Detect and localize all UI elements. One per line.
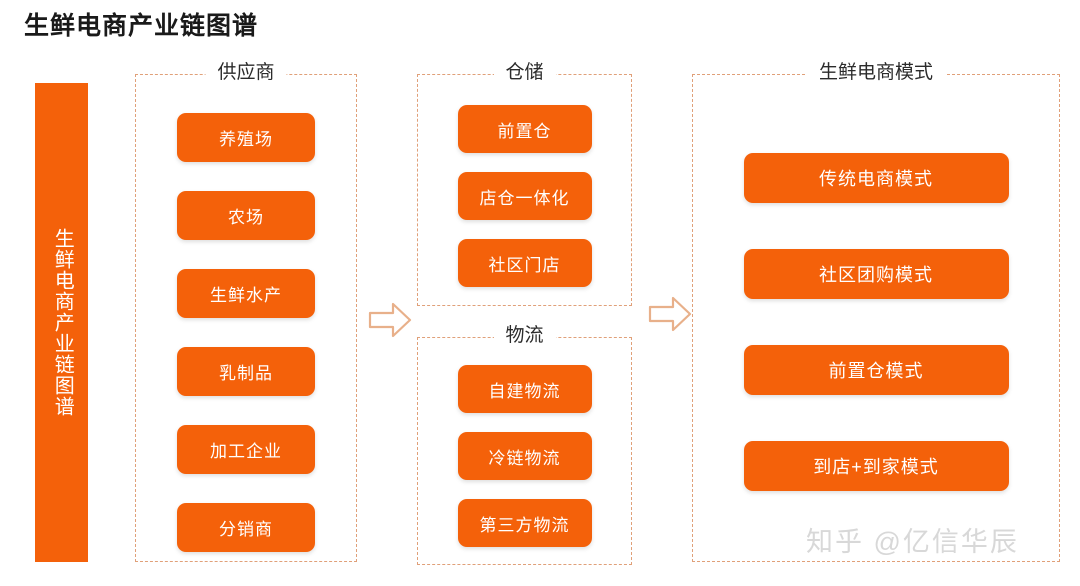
node-supplier-4[interactable]: 加工企业 bbox=[177, 425, 315, 474]
node-mode-2[interactable]: 前置仓模式 bbox=[743, 345, 1009, 395]
group-ecommerce-mode-title: 生鲜电商模式 bbox=[806, 60, 946, 86]
vertical-title-label: 生鲜电商产业链图谱 bbox=[51, 228, 74, 417]
node-warehouse-2[interactable]: 社区门店 bbox=[457, 239, 592, 287]
node-logistics-2[interactable]: 第三方物流 bbox=[457, 499, 592, 547]
node-supplier-2[interactable]: 生鲜水产 bbox=[177, 269, 315, 318]
node-logistics-1[interactable]: 冷链物流 bbox=[457, 432, 592, 480]
group-logistics-title: 物流 bbox=[493, 323, 556, 349]
arrow-right-icon bbox=[368, 300, 412, 340]
group-ecommerce-mode: 生鲜电商模式 传统电商模式 社区团购模式 前置仓模式 到店+到家模式 bbox=[692, 60, 1060, 562]
vertical-title-bar: 生鲜电商产业链图谱 bbox=[35, 83, 88, 562]
watermark: 知乎 @亿信华辰 bbox=[806, 527, 1019, 557]
node-mode-0[interactable]: 传统电商模式 bbox=[743, 153, 1009, 203]
arrow-right-icon bbox=[648, 294, 692, 334]
group-logistics-nodes: 自建物流 冷链物流 第三方物流 bbox=[418, 365, 631, 566]
group-logistics: 物流 自建物流 冷链物流 第三方物流 bbox=[417, 323, 632, 566]
group-supplier: 供应商 养殖场 农场 生鲜水产 乳制品 加工企业 分销商 bbox=[135, 60, 357, 562]
group-ecommerce-mode-nodes: 传统电商模式 社区团购模式 前置仓模式 到店+到家模式 bbox=[693, 153, 1059, 537]
node-supplier-5[interactable]: 分销商 bbox=[177, 503, 315, 552]
group-warehouse: 仓储 前置仓 店仓一体化 社区门店 bbox=[417, 60, 632, 306]
group-supplier-title: 供应商 bbox=[205, 60, 287, 86]
page-title: 生鲜电商产业链图谱 bbox=[24, 12, 259, 40]
node-warehouse-1[interactable]: 店仓一体化 bbox=[457, 172, 592, 220]
group-warehouse-nodes: 前置仓 店仓一体化 社区门店 bbox=[418, 105, 631, 306]
node-supplier-0[interactable]: 养殖场 bbox=[177, 113, 315, 162]
node-supplier-3[interactable]: 乳制品 bbox=[177, 347, 315, 396]
node-supplier-1[interactable]: 农场 bbox=[177, 191, 315, 240]
group-warehouse-title: 仓储 bbox=[493, 60, 556, 86]
node-mode-1[interactable]: 社区团购模式 bbox=[743, 249, 1009, 299]
node-warehouse-0[interactable]: 前置仓 bbox=[457, 105, 592, 153]
group-supplier-nodes: 养殖场 农场 生鲜水产 乳制品 加工企业 分销商 bbox=[136, 113, 356, 581]
node-logistics-0[interactable]: 自建物流 bbox=[457, 365, 592, 413]
node-mode-3[interactable]: 到店+到家模式 bbox=[743, 441, 1009, 491]
